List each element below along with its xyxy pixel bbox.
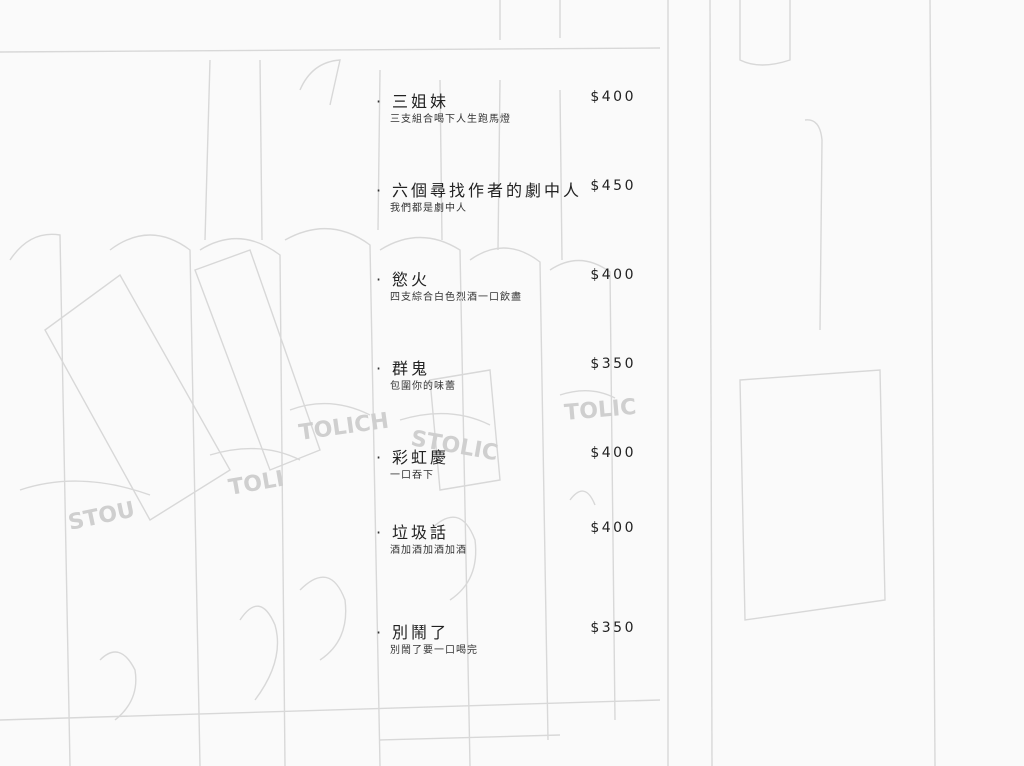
item-name: · 六個尋找作者的劇中人 xyxy=(376,177,582,201)
bullet-mark: · xyxy=(376,623,385,642)
item-name-text: 慾火 xyxy=(392,270,431,289)
item-description: 別鬧了要一口喝完 xyxy=(390,645,478,656)
item-name: · 彩虹慶 xyxy=(376,444,449,468)
bullet-mark: · xyxy=(376,523,385,542)
item-price: $350 xyxy=(590,356,636,372)
item-name-text: 別鬧了 xyxy=(392,623,450,642)
item-name-text: 彩虹慶 xyxy=(392,448,450,467)
item-name: · 垃圾話 xyxy=(376,519,449,543)
item-name: · 群鬼 xyxy=(376,355,430,379)
item-name: · 別鬧了 xyxy=(376,619,449,643)
item-name-text: 群鬼 xyxy=(392,359,431,378)
bullet-mark: · xyxy=(376,448,385,467)
item-description: 一口吞下 xyxy=(390,470,434,481)
bottle-label-text: STOU xyxy=(66,497,137,535)
item-description: 三支組合喝下人生跑馬燈 xyxy=(390,114,511,125)
item-price: $400 xyxy=(590,520,636,536)
bullet-mark: · xyxy=(376,359,385,378)
svg-text:TOLIC: TOLIC xyxy=(563,395,637,426)
item-price: $450 xyxy=(590,178,636,194)
item-description: 我們都是劇中人 xyxy=(390,203,467,214)
item-price: $400 xyxy=(590,267,636,283)
bullet-mark: · xyxy=(376,181,385,200)
item-name: · 慾火 xyxy=(376,266,430,290)
item-name: · 三姐妹 xyxy=(376,88,449,112)
item-name-text: 垃圾話 xyxy=(392,523,450,542)
bullet-mark: · xyxy=(376,270,385,289)
item-name-text: 六個尋找作者的劇中人 xyxy=(392,181,583,200)
item-description: 酒加酒加酒加酒 xyxy=(390,545,467,556)
bullet-mark: · xyxy=(376,92,385,111)
svg-text:TOLI: TOLI xyxy=(227,467,286,501)
item-name-text: 三姐妹 xyxy=(392,92,450,111)
svg-text:TOLICH: TOLICH xyxy=(297,409,390,446)
item-price: $400 xyxy=(590,445,636,461)
item-price: $350 xyxy=(590,620,636,636)
item-description: 包圍你的味蕾 xyxy=(390,381,456,392)
item-price: $400 xyxy=(590,89,636,105)
item-description: 四支綜合白色烈酒一口飲盡 xyxy=(390,292,522,303)
